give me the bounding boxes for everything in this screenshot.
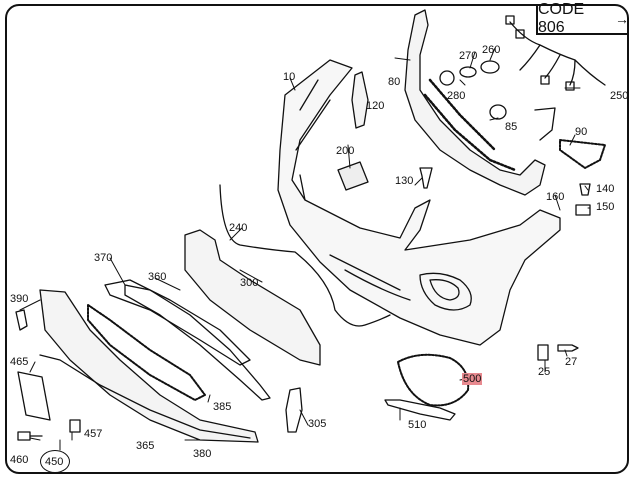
part-label-500-highlighted[interactable]: 500 bbox=[462, 373, 483, 385]
part-label-140[interactable]: 140 bbox=[596, 183, 615, 195]
clip-457[interactable] bbox=[69, 419, 81, 433]
sensor-260[interactable] bbox=[480, 60, 500, 74]
sensor-85[interactable] bbox=[489, 104, 507, 120]
screw-27[interactable] bbox=[557, 344, 579, 352]
bracket-390[interactable] bbox=[15, 309, 28, 331]
clip-130[interactable] bbox=[419, 167, 433, 189]
part-label-130[interactable]: 130 bbox=[395, 175, 414, 187]
part-label-10[interactable]: 10 bbox=[283, 71, 296, 83]
screw-460[interactable] bbox=[17, 431, 43, 441]
part-label-305[interactable]: 305 bbox=[308, 418, 327, 430]
part-label-260[interactable]: 260 bbox=[482, 44, 501, 56]
license-plate-465[interactable] bbox=[17, 371, 51, 421]
sensor-270[interactable] bbox=[459, 66, 477, 78]
part-label-270[interactable]: 270 bbox=[459, 50, 478, 62]
screw-140[interactable] bbox=[579, 183, 591, 196]
diagram-frame bbox=[5, 4, 629, 474]
clip-25[interactable] bbox=[537, 344, 549, 361]
part-label-457[interactable]: 457 bbox=[84, 428, 103, 440]
wiring-harness-250[interactable] bbox=[505, 15, 606, 91]
part-label-85[interactable]: 85 bbox=[505, 121, 518, 133]
part-label-27[interactable]: 27 bbox=[565, 356, 578, 368]
part-label-150[interactable]: 150 bbox=[596, 201, 615, 213]
lower-strip-380[interactable] bbox=[39, 354, 251, 439]
part-label-450[interactable]: 450 bbox=[45, 456, 64, 468]
part-label-25[interactable]: 25 bbox=[538, 366, 551, 378]
absorber-300[interactable] bbox=[184, 229, 321, 366]
code-label: CODE 806 bbox=[538, 1, 585, 36]
spoiler-370[interactable] bbox=[104, 279, 251, 366]
cable-240[interactable] bbox=[219, 184, 391, 327]
lower-grille-385[interactable] bbox=[87, 304, 206, 401]
part-label-380[interactable]: 380 bbox=[193, 448, 212, 460]
part-label-90[interactable]: 90 bbox=[575, 126, 588, 138]
part-label-240[interactable]: 240 bbox=[229, 222, 248, 234]
part-label-300[interactable]: 300 bbox=[240, 277, 259, 289]
part-label-80[interactable]: 80 bbox=[388, 76, 401, 88]
part-label-365[interactable]: 365 bbox=[136, 440, 155, 452]
trim-510[interactable] bbox=[384, 399, 456, 421]
part-label-200[interactable]: 200 bbox=[336, 145, 355, 157]
group-circle-450 bbox=[40, 450, 70, 473]
trim-strip-360[interactable] bbox=[124, 284, 271, 401]
mesh-insert-90[interactable] bbox=[559, 139, 606, 169]
module-200[interactable] bbox=[337, 161, 369, 191]
part-label-280[interactable]: 280 bbox=[447, 90, 466, 102]
lower-panel-365[interactable] bbox=[39, 289, 259, 443]
fog-grille-500[interactable] bbox=[397, 353, 470, 407]
part-label-370[interactable]: 370 bbox=[94, 252, 113, 264]
part-label-250[interactable]: 250 bbox=[610, 90, 629, 102]
part-label-390[interactable]: 390 bbox=[10, 293, 29, 305]
part-label-120[interactable]: 120 bbox=[366, 100, 385, 112]
part-label-465[interactable]: 465 bbox=[10, 356, 29, 368]
part-label-160[interactable]: 160 bbox=[546, 191, 565, 203]
bumper-cover[interactable] bbox=[277, 59, 561, 346]
sensor-280[interactable] bbox=[439, 70, 455, 86]
upper-grille-support[interactable] bbox=[404, 9, 556, 196]
part-label-360[interactable]: 360 bbox=[148, 271, 167, 283]
arrow-right-icon: → bbox=[615, 11, 629, 27]
bracket-120[interactable] bbox=[351, 71, 369, 129]
part-label-460[interactable]: 460 bbox=[10, 454, 29, 466]
bracket-305[interactable] bbox=[285, 387, 303, 433]
part-label-385[interactable]: 385 bbox=[213, 401, 232, 413]
part-label-510[interactable]: 510 bbox=[408, 419, 427, 431]
nut-150[interactable] bbox=[575, 204, 591, 216]
code-806-link[interactable]: CODE 806 → bbox=[536, 1, 629, 36]
